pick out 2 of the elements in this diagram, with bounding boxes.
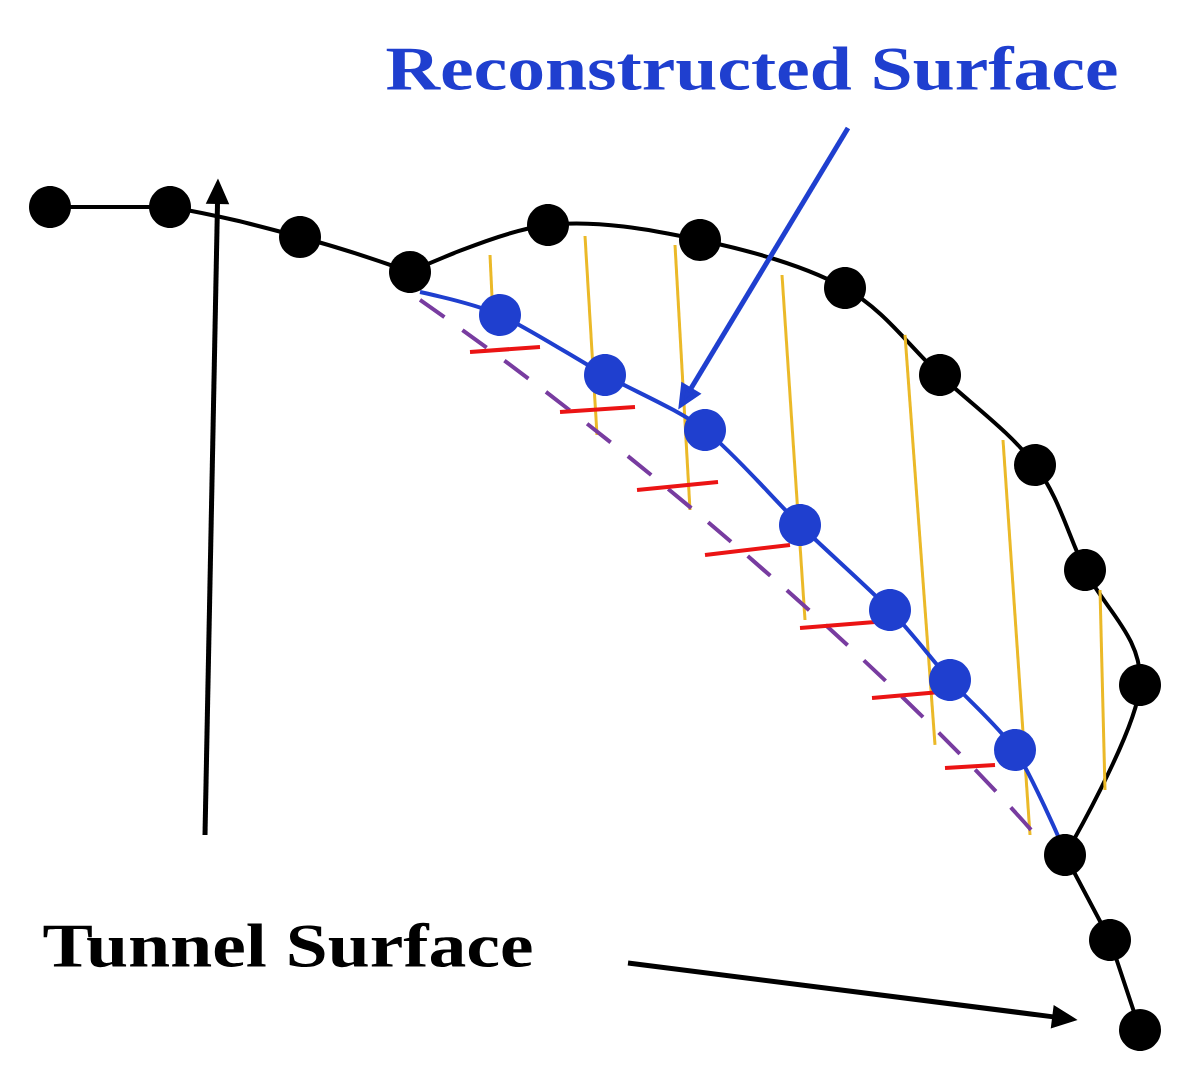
text-label: Tunnel Surface: [43, 922, 532, 968]
text-label: Reconstructed Surface: [386, 45, 1117, 91]
